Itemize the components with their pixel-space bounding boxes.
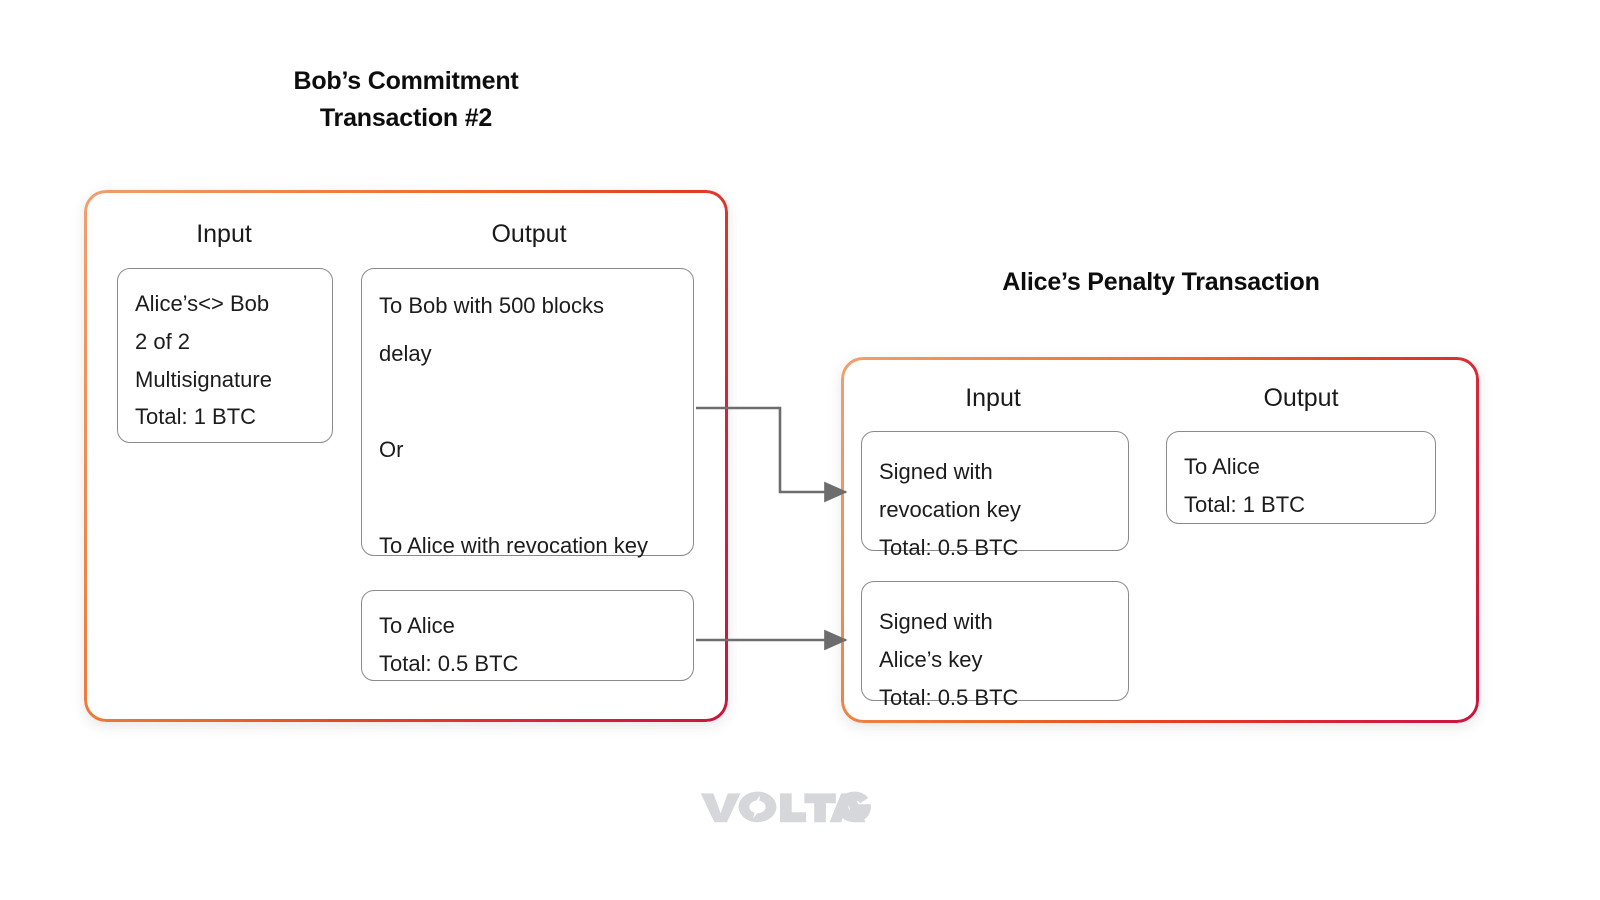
alice-output-column-label: Output <box>1263 384 1339 412</box>
voltage-wordmark-icon <box>700 791 871 823</box>
bob-input-column-label: Input <box>196 220 252 248</box>
bob-commitment-title: Bob’s Commitment Transaction #2 <box>293 67 519 132</box>
alice-input-alicekey-box[interactable]: Signed with Alice’s key Total: 0.5 BTC <box>861 581 1129 710</box>
alice-input-revocation-box[interactable]: Signed with revocation key Total: 0.5 BT… <box>861 431 1129 560</box>
bob-output-alice-box[interactable]: To Alice Total: 0.5 BTC <box>361 590 694 681</box>
bob-output-delayed-box[interactable]: To Bob with 500 blocks delay Or To Alice… <box>361 268 694 654</box>
alice-input-column-label: Input <box>965 384 1021 412</box>
alice-penalty-title: Alice’s Penalty Transaction <box>1002 268 1320 296</box>
alice-output-toalice-box[interactable]: To Alice Total: 1 BTC <box>1166 431 1436 524</box>
bob-output-column-label: Output <box>491 220 567 248</box>
voltage-logo <box>699 788 879 824</box>
bob-input-multisig-box[interactable]: Alice’s<> Bob 2 of 2 Multisignature Tota… <box>117 268 333 443</box>
